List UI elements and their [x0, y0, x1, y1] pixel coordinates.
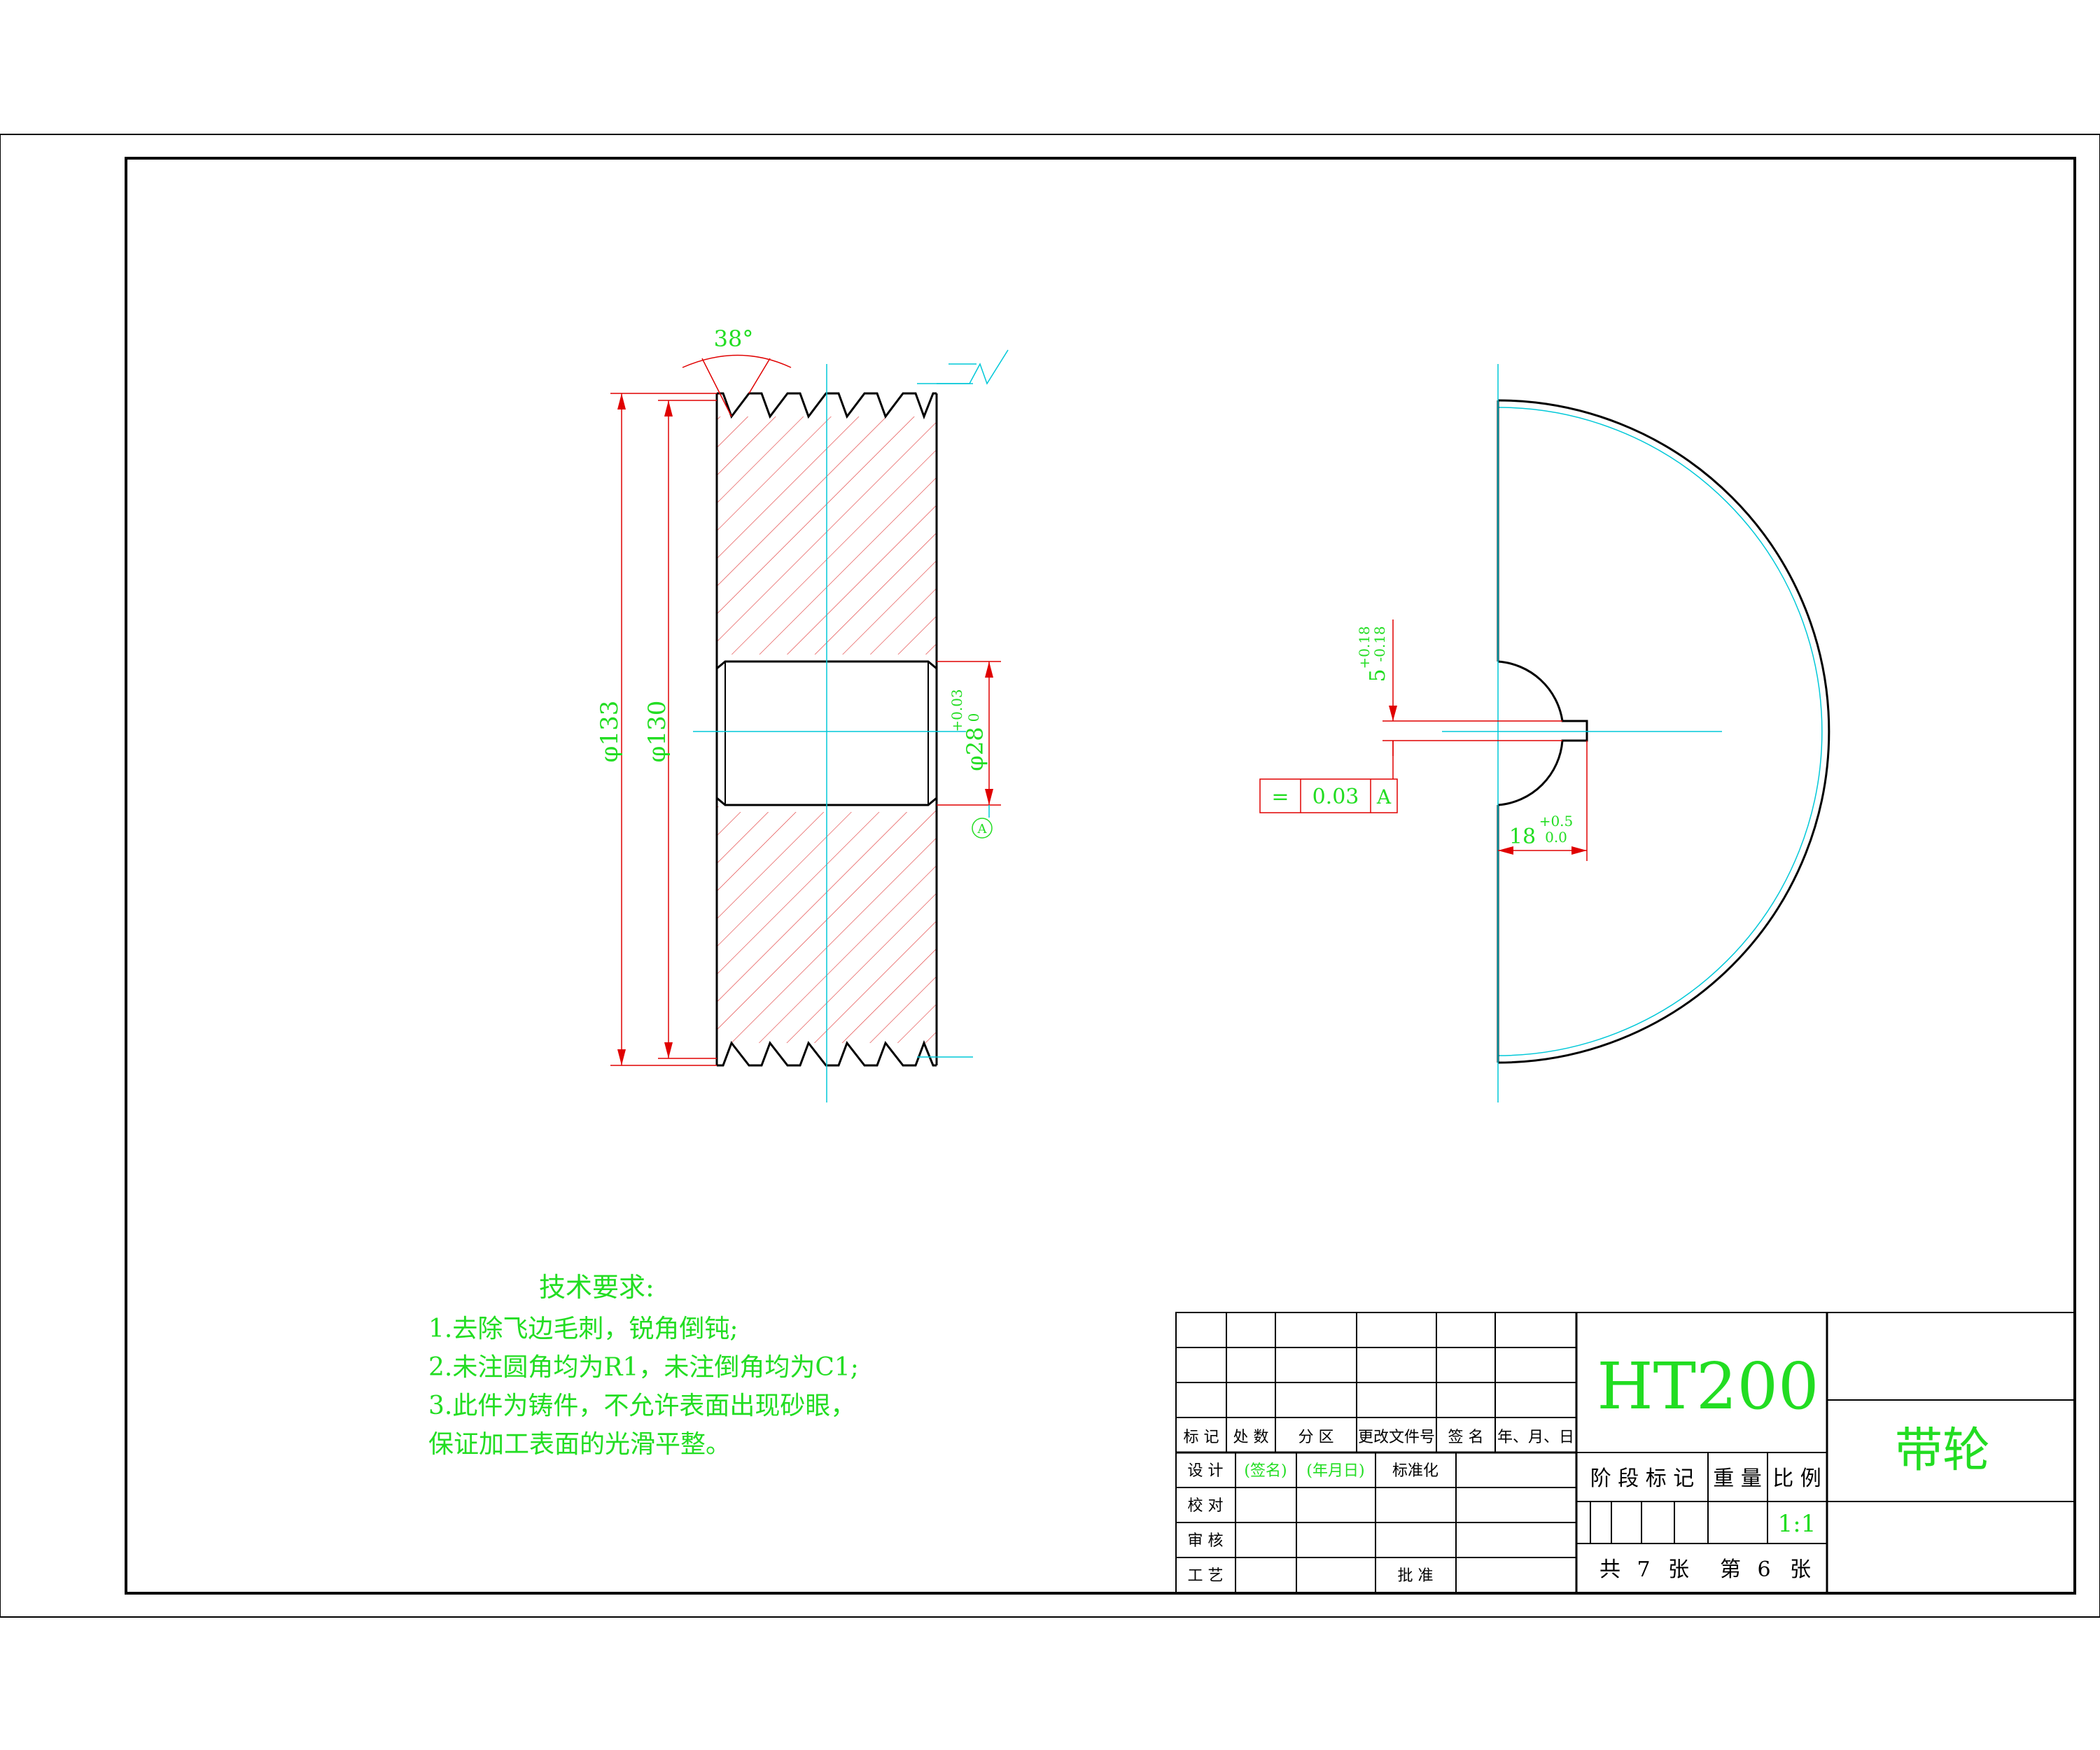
scale-value: 1:1: [1778, 1510, 1816, 1538]
title-block: [1175, 1312, 2076, 1594]
header-mark: 标 记: [1184, 1429, 1219, 1446]
tech-line-4: 保证加工表面的光滑平整。: [428, 1430, 731, 1459]
bottom-groove-profile: [717, 1040, 937, 1067]
material-label: HT200: [1597, 1349, 1819, 1424]
standardize-label: 标准化: [1392, 1462, 1438, 1480]
bore-tol-lower: 0: [965, 713, 982, 722]
keyway-tol-lower: -0.18: [1371, 626, 1388, 662]
header-change-doc: 更改文件号: [1358, 1429, 1435, 1446]
keyway-dim: 5: [1366, 668, 1390, 682]
check-label: 校 对: [1188, 1497, 1224, 1515]
process-label: 工 艺: [1188, 1567, 1224, 1585]
sheet-prefix: 第: [1720, 1558, 1741, 1582]
tech-line-2: 2.未注圆角均为R1，未注倒角均为C1;: [428, 1353, 859, 1382]
technical-requirements: 技术要求: 1.去除飞边毛刺，锐角倒钝; 2.未注圆角均为R1，未注倒角均为C1…: [428, 1272, 859, 1459]
tech-title: 技术要求:: [539, 1272, 654, 1303]
tolerance-symbol: =: [1271, 785, 1289, 809]
total-prefix: 共: [1600, 1558, 1620, 1582]
half-disc-outline: [1497, 399, 1830, 1064]
tolerance-value: 0.03: [1312, 785, 1359, 809]
tolerance-datum: A: [1376, 785, 1392, 808]
weight-label: 重 量: [1713, 1466, 1762, 1491]
bore-tol-upper: +0.03: [948, 689, 965, 732]
angle-label: 38°: [714, 326, 754, 352]
hub-tol-lower: 0.0: [1545, 829, 1567, 846]
front-section-view: 38° φ133 φ130 φ28 +0.03 0 A: [596, 326, 1009, 1102]
approve-label: 批 准: [1398, 1567, 1434, 1585]
part-name: 带轮: [1895, 1423, 1990, 1478]
total-suffix: 张: [1668, 1558, 1689, 1582]
date-placeholder: (年月日): [1306, 1462, 1364, 1480]
design-label: 设 计: [1188, 1462, 1224, 1480]
top-groove-profile: [717, 392, 937, 420]
hub-dim: 18: [1509, 825, 1536, 849]
inner-frame: [125, 157, 2076, 1595]
tolerance-frame: = 0.03 A: [1259, 741, 1398, 813]
outer-border: [0, 134, 2100, 1618]
header-zone: 分 区: [1298, 1429, 1334, 1446]
stage-label: 阶 段 标 记: [1590, 1466, 1695, 1491]
tech-line-3: 3.此件为铸件，不允许表面出现砂眼，: [428, 1392, 855, 1420]
sign-placeholder: (签名): [1244, 1462, 1287, 1480]
hub-tol-upper: +0.5: [1539, 813, 1574, 830]
header-count: 处 数: [1233, 1429, 1269, 1446]
hub-keyway: [1497, 660, 1588, 806]
review-label: 审 核: [1188, 1532, 1224, 1550]
scale-label: 比 例: [1772, 1466, 1821, 1491]
total-sheets: 7: [1637, 1558, 1650, 1582]
header-sign: 签 名: [1448, 1429, 1484, 1446]
dim-outer-diameter: φ133: [596, 701, 624, 763]
datum-label: A: [977, 822, 988, 836]
side-half-view: 5 +0.18 -0.18 18 +0.5 0.0 = 0.03 A: [1259, 364, 1830, 1102]
header-date: 年、月、日: [1497, 1429, 1574, 1446]
sheet-suffix: 张: [1790, 1558, 1811, 1582]
keyway-tol-upper: +0.18: [1356, 626, 1373, 668]
sheet-number: 6: [1757, 1558, 1770, 1582]
title-block-text: HT200 带轮 标 记 处 数 分 区 更改文件号 签 名 年、月、日 设 计…: [1184, 1349, 1991, 1585]
tech-line-1: 1.去除飞边毛刺，锐角倒钝;: [428, 1315, 738, 1343]
dim-bore-diameter: φ28: [962, 727, 988, 771]
dim-pitch-diameter: φ130: [643, 701, 671, 763]
